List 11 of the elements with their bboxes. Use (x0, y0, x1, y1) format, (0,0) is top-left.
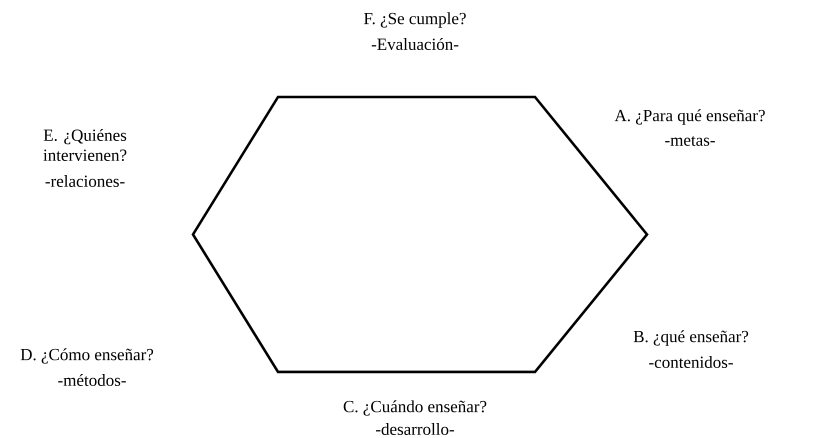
label: C. ¿Cuándo enseñar? (344, 400, 486, 416)
label: B. ¿qué enseñar? (634, 330, 748, 346)
label: -relaciones- (46, 175, 125, 187)
label: A. ¿Para qué enseñar? (614, 109, 765, 125)
label: -métodos- (58, 374, 126, 386)
label: F. ¿Se cumple? (364, 12, 466, 28)
label: E. ¿Quiénes intervienen? (43, 128, 126, 162)
label: -desarrollo- (376, 423, 454, 435)
label: D. ¿Cómo enseñar? (20, 348, 154, 364)
label: -metas- (665, 136, 715, 146)
label: -Evaluación- (372, 38, 458, 50)
